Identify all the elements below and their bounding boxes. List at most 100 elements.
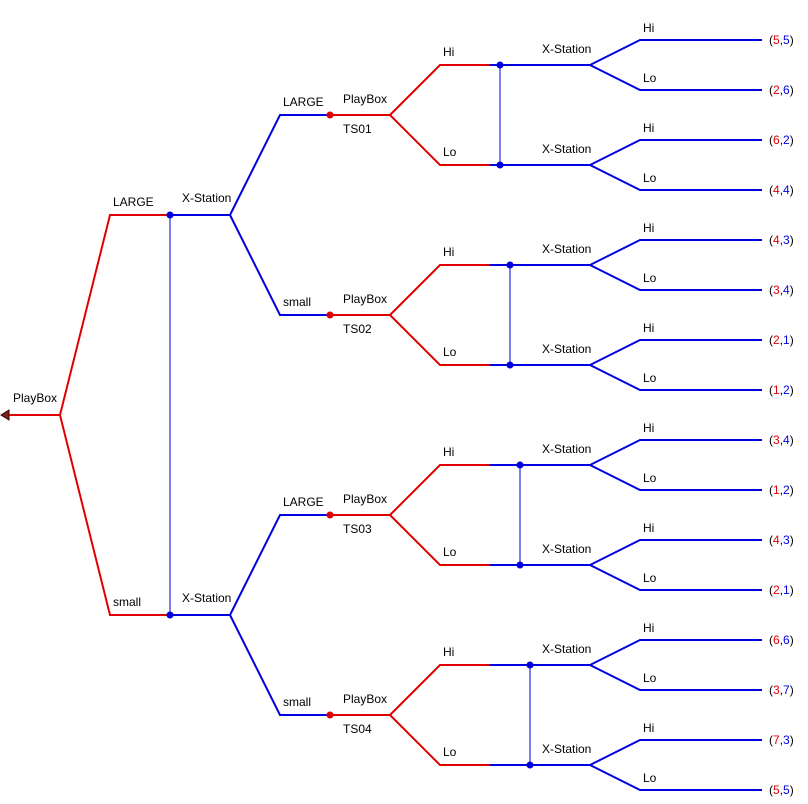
payoff-part-0-1: 5	[773, 33, 780, 47]
player-label-l3-3: X-Station	[542, 342, 591, 356]
payoff-1: (2,6)	[769, 83, 794, 97]
payoff-part-1-3: 6	[783, 83, 790, 97]
payoff-part-2-0: (	[769, 133, 773, 147]
payoff-part-11-1: 2	[773, 583, 780, 597]
payoff-part-7-0: (	[769, 383, 773, 397]
branch-l1-small	[59, 414, 170, 616]
branch-label-l2-2: LARGE	[283, 495, 324, 509]
branch-label-leaf-4: Hi	[643, 221, 654, 235]
payoff-part-13-3: 7	[783, 683, 790, 697]
payoff-part-14-0: (	[769, 733, 773, 747]
player-label-l3-0: X-Station	[542, 42, 591, 56]
payoff-part-1-2: ,	[780, 83, 783, 97]
branch-leaf-12	[589, 639, 762, 666]
branch-leaf-10	[589, 539, 762, 566]
branch-l3-3	[389, 314, 490, 366]
branch-l3-4	[389, 464, 490, 516]
payoff-part-14-1: 7	[773, 733, 780, 747]
payoff-part-9-3: 2	[783, 483, 790, 497]
payoff-part-8-3: 4	[783, 433, 790, 447]
branch-label-l1-1: small	[113, 595, 141, 609]
payoff-part-7-2: ,	[780, 383, 783, 397]
payoff-part-14-3: 3	[783, 733, 790, 747]
payoff-part-1-1: 2	[773, 83, 780, 97]
payoff-part-11-3: 1	[783, 583, 790, 597]
payoff-8: (3,4)	[769, 433, 794, 447]
player-label-l2-1: PlayBox	[343, 292, 387, 306]
payoff-part-12-3: 6	[783, 633, 790, 647]
payoff-part-2-4: )	[790, 133, 794, 147]
payoff-3: (4,4)	[769, 183, 794, 197]
payoff-part-15-2: ,	[780, 783, 783, 797]
branch-label-leaf-7: Lo	[643, 371, 657, 385]
payoff-part-7-4: )	[790, 383, 794, 397]
player-label-l3-4: X-Station	[542, 442, 591, 456]
payoff-part-2-1: 6	[773, 133, 780, 147]
payoff-part-3-0: (	[769, 183, 773, 197]
payoff-part-9-1: 1	[773, 483, 780, 497]
payoff-part-12-4: )	[790, 633, 794, 647]
payoff-part-10-4: )	[790, 533, 794, 547]
payoff-part-3-1: 4	[773, 183, 780, 197]
branch-label-l3-4: Hi	[443, 445, 454, 459]
payoff-part-1-4: )	[790, 83, 794, 97]
payoff-part-3-4: )	[790, 183, 794, 197]
payoff-12: (6,6)	[769, 633, 794, 647]
payoff-part-12-2: ,	[780, 633, 783, 647]
player-label-l2-0: PlayBox	[343, 92, 387, 106]
payoff-7: (1,2)	[769, 383, 794, 397]
payoff-11: (2,1)	[769, 583, 794, 597]
payoff-5: (3,4)	[769, 283, 794, 297]
branch-leaf-2	[589, 139, 762, 166]
branch-label-leaf-0: Hi	[643, 21, 654, 35]
player-label-l2-2: PlayBox	[343, 492, 387, 506]
payoff-part-5-0: (	[769, 283, 773, 297]
payoff-part-15-4: )	[790, 783, 794, 797]
subgame-label-l2-0: TS01	[343, 122, 372, 136]
branch-l3-2	[389, 264, 490, 316]
payoff-part-15-1: 5	[773, 783, 780, 797]
branch-l3-7	[389, 714, 490, 766]
player-label-l3-1: X-Station	[542, 142, 591, 156]
payoff-14: (7,3)	[769, 733, 794, 747]
branch-label-leaf-2: Hi	[643, 121, 654, 135]
branch-label-l3-5: Lo	[443, 545, 457, 559]
payoff-0: (5,5)	[769, 33, 794, 47]
payoff-part-2-3: 2	[783, 133, 790, 147]
branch-label-leaf-14: Hi	[643, 721, 654, 735]
branch-label-leaf-8: Hi	[643, 421, 654, 435]
branch-label-l3-3: Lo	[443, 345, 457, 359]
branch-label-leaf-13: Lo	[643, 671, 657, 685]
subgame-label-l2-1: TS02	[343, 322, 372, 336]
payoff-part-6-0: (	[769, 333, 773, 347]
root-arrow-icon	[0, 409, 10, 421]
player-label-l3-7: X-Station	[542, 742, 591, 756]
payoff-part-7-3: 2	[783, 383, 790, 397]
branch-label-leaf-3: Lo	[643, 171, 657, 185]
branch-label-l3-7: Lo	[443, 745, 457, 759]
payoff-part-0-2: ,	[780, 33, 783, 47]
payoff-13: (3,7)	[769, 683, 794, 697]
branch-l3-1	[389, 114, 490, 166]
branch-label-l2-1: small	[283, 295, 311, 309]
payoff-part-2-2: ,	[780, 133, 783, 147]
payoff-part-15-3: 5	[783, 783, 790, 797]
payoff-part-4-4: )	[790, 233, 794, 247]
player-label-l3-6: X-Station	[542, 642, 591, 656]
payoff-10: (4,3)	[769, 533, 794, 547]
branch-label-leaf-11: Lo	[643, 571, 657, 585]
branch-label-leaf-1: Lo	[643, 71, 657, 85]
payoff-9: (1,2)	[769, 483, 794, 497]
branch-l2-3	[229, 614, 330, 716]
branch-label-l3-6: Hi	[443, 645, 454, 659]
payoff-part-13-1: 3	[773, 683, 780, 697]
branch-l2-1	[229, 214, 330, 316]
payoff-part-5-2: ,	[780, 283, 783, 297]
payoff-part-8-0: (	[769, 433, 773, 447]
branch-leaf-9	[589, 464, 762, 491]
payoff-part-9-0: (	[769, 483, 773, 497]
payoff-part-13-0: (	[769, 683, 773, 697]
payoff-part-14-2: ,	[780, 733, 783, 747]
branch-leaf-14	[589, 739, 762, 766]
